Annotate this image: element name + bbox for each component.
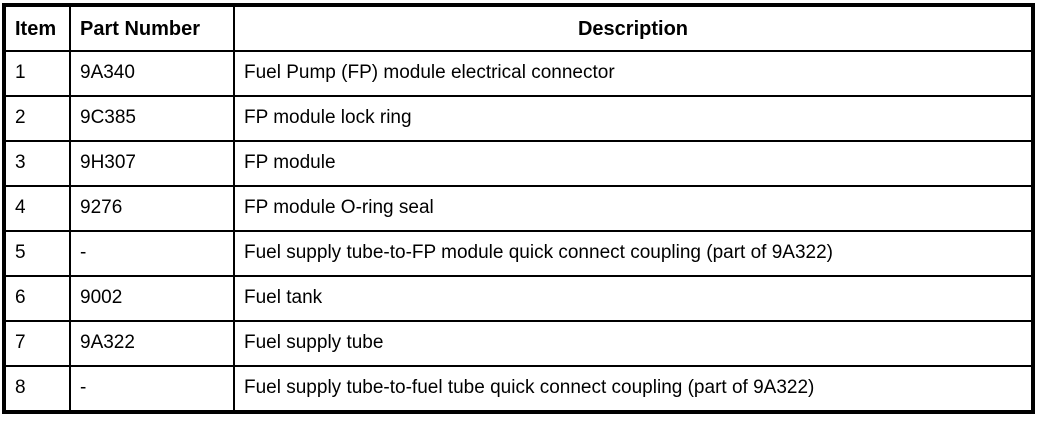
cell-description: FP module O-ring seal xyxy=(233,185,1034,232)
table-row: 4 9276 FP module O-ring seal xyxy=(3,185,1034,232)
cell-description: FP module lock ring xyxy=(233,95,1034,142)
header-part-number: Part Number xyxy=(69,4,235,52)
cell-part-number: - xyxy=(69,365,235,413)
cell-description: Fuel supply tube-to-FP module quick conn… xyxy=(233,230,1034,277)
header-item: Item xyxy=(3,4,71,52)
table-row: 2 9C385 FP module lock ring xyxy=(3,95,1034,142)
cell-item: 1 xyxy=(3,50,71,97)
cell-description: Fuel supply tube xyxy=(233,320,1034,367)
parts-table: Item Part Number Description 1 9A340 Fue… xyxy=(2,3,1035,414)
cell-part-number: 9H307 xyxy=(69,140,235,187)
cell-description: FP module xyxy=(233,140,1034,187)
cell-item: 7 xyxy=(3,320,71,367)
table-header-row: Item Part Number Description xyxy=(3,4,1034,52)
cell-item: 5 xyxy=(3,230,71,277)
cell-part-number: 9C385 xyxy=(69,95,235,142)
table-row: 8 - Fuel supply tube-to-fuel tube quick … xyxy=(3,365,1034,413)
cell-part-number: 9276 xyxy=(69,185,235,232)
cell-item: 4 xyxy=(3,185,71,232)
table-row: 5 - Fuel supply tube-to-FP module quick … xyxy=(3,230,1034,277)
cell-description: Fuel Pump (FP) module electrical connect… xyxy=(233,50,1034,97)
table-row: 1 9A340 Fuel Pump (FP) module electrical… xyxy=(3,50,1034,97)
cell-item: 2 xyxy=(3,95,71,142)
cell-part-number: 9002 xyxy=(69,275,235,322)
cell-item: 3 xyxy=(3,140,71,187)
cell-part-number: 9A340 xyxy=(69,50,235,97)
table-row: 3 9H307 FP module xyxy=(3,140,1034,187)
cell-description: Fuel supply tube-to-fuel tube quick conn… xyxy=(233,365,1034,413)
cell-description: Fuel tank xyxy=(233,275,1034,322)
cell-item: 6 xyxy=(3,275,71,322)
cell-part-number: - xyxy=(69,230,235,277)
table-row: 7 9A322 Fuel supply tube xyxy=(3,320,1034,367)
header-description: Description xyxy=(233,4,1034,52)
cell-part-number: 9A322 xyxy=(69,320,235,367)
table-row: 6 9002 Fuel tank xyxy=(3,275,1034,322)
cell-item: 8 xyxy=(3,365,71,413)
